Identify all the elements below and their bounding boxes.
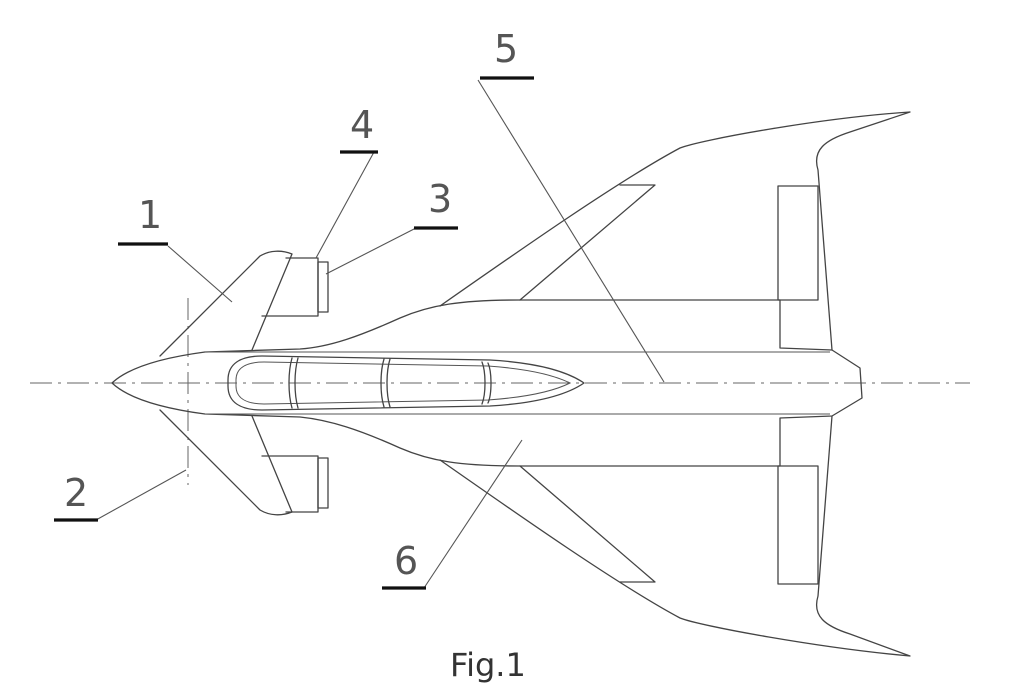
numeral-5: 5 <box>494 27 518 71</box>
canopy-frame-2 <box>380 358 385 408</box>
canopy-frame-3 <box>481 361 486 405</box>
leader-3 <box>325 227 417 275</box>
leader-2 <box>95 469 187 521</box>
figure-caption: Fig.1 <box>450 646 526 684</box>
main-wing-lower <box>439 415 911 657</box>
leader-6 <box>423 439 523 589</box>
leader-5 <box>477 79 665 383</box>
numeral-1: 1 <box>138 193 162 237</box>
canopy-frame-3b <box>487 362 492 404</box>
main-wing-upper-flap <box>519 184 656 301</box>
canopy-outline <box>227 355 585 411</box>
canard-lower <box>159 409 293 516</box>
leader-4 <box>315 151 375 259</box>
engine-lower <box>261 455 319 513</box>
fuselage-outline <box>111 299 863 467</box>
numeral-6: 6 <box>394 539 418 583</box>
canopy-inner <box>235 361 572 405</box>
canopy-frame-2b <box>386 358 391 408</box>
canard-upper <box>159 250 293 357</box>
engine-lower-nozzle <box>317 457 329 509</box>
numeral-2: 2 <box>64 471 88 515</box>
leader-1 <box>167 245 233 303</box>
tail-surface-lower <box>777 465 819 585</box>
main-wing-upper <box>439 111 911 351</box>
numeral-3: 3 <box>428 177 452 221</box>
tail-surface-upper <box>777 185 819 301</box>
engine-upper-nozzle <box>317 261 329 313</box>
main-wing-lower-flap <box>519 465 656 583</box>
numeral-4: 4 <box>350 103 374 147</box>
canopy-frame-1b <box>294 357 299 409</box>
canopy-frame-1 <box>288 357 293 409</box>
